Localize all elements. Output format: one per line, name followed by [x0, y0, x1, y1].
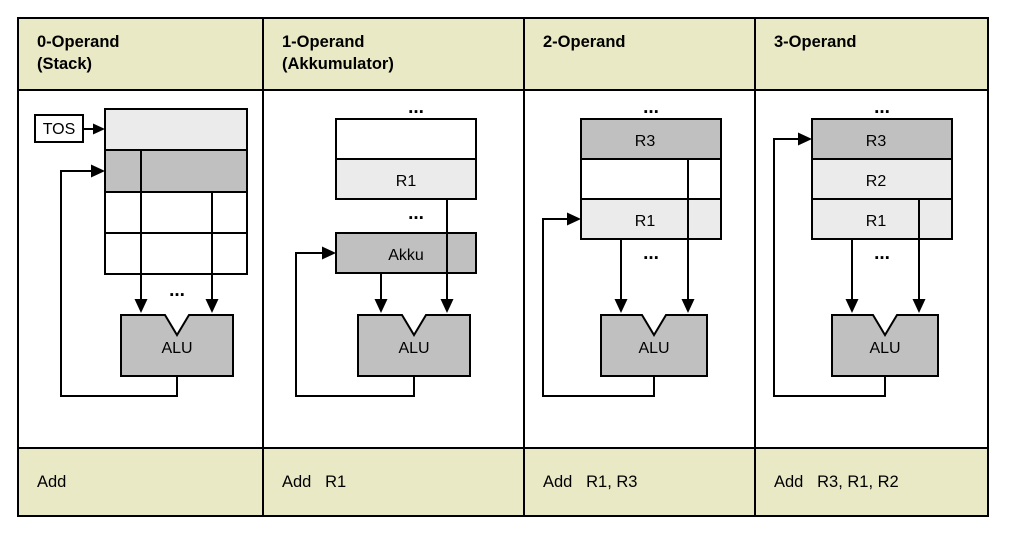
diagram-cell-0-operand: TOS ... ALU — [19, 91, 264, 447]
header-cell-0-operand: 0-Operand (Stack) — [19, 19, 264, 89]
instruction-cell-0-operand: Add — [19, 449, 264, 515]
stack-diagram: TOS ... ALU — [19, 91, 262, 447]
diagram-cell-3-operand: ... R3 R2 R1 ... — [756, 91, 987, 447]
register-label-r3: R3 — [635, 133, 656, 150]
three-operand-diagram: ... R3 R2 R1 ... — [756, 91, 987, 447]
ellipsis-mid-accumulator: ... — [408, 203, 424, 224]
accumulator-diagram: ... R1 ... Akku — [264, 91, 523, 447]
comparison-table: 0-Operand (Stack) 1-Operand (Akkumulator… — [17, 17, 989, 517]
instruction-cell-3-operand: Add R3, R1, R2 — [756, 449, 987, 515]
table-instruction-row: Add Add R1 Add R1, R3 Add R3, R1, R2 — [19, 449, 987, 515]
alu-label-three-operand: ALU — [869, 340, 900, 357]
diagram-cell-1-operand: ... R1 ... Akku — [264, 91, 525, 447]
two-operand-diagram: ... R3 R1 ... — [525, 91, 754, 447]
register-label-r1: R1 — [396, 173, 417, 190]
table-header-row: 0-Operand (Stack) 1-Operand (Akkumulator… — [19, 19, 987, 91]
instruction-cell-2-operand: Add R1, R3 — [525, 449, 756, 515]
ellipsis-top-accumulator: ... — [408, 97, 424, 118]
diagram-cell-2-operand: ... R3 R1 ... — [525, 91, 756, 447]
ellipsis-stack: ... — [169, 280, 185, 301]
accumulator-label: Akku — [388, 247, 424, 264]
alu-label-two-operand: ALU — [638, 340, 669, 357]
ellipsis-top-two-operand: ... — [643, 97, 659, 118]
ellipsis-mid-three-operand: ... — [874, 243, 890, 264]
table-diagram-row: TOS ... ALU — [19, 91, 987, 449]
ellipsis-top-three-operand: ... — [874, 97, 890, 118]
alu-label-stack: ALU — [161, 340, 192, 357]
header-cell-2-operand: 2-Operand — [525, 19, 756, 89]
register-label-r3: R3 — [866, 133, 887, 150]
instruction-cell-1-operand: Add R1 — [264, 449, 525, 515]
alu-label-accumulator: ALU — [398, 340, 429, 357]
ellipsis-mid-two-operand: ... — [643, 243, 659, 264]
register-label-r1: R1 — [866, 213, 887, 230]
header-cell-3-operand: 3-Operand — [756, 19, 987, 89]
register-label-r2: R2 — [866, 173, 887, 190]
header-cell-1-operand: 1-Operand (Akkumulator) — [264, 19, 525, 89]
tos-label: TOS — [43, 121, 76, 138]
register-label-r1: R1 — [635, 213, 656, 230]
